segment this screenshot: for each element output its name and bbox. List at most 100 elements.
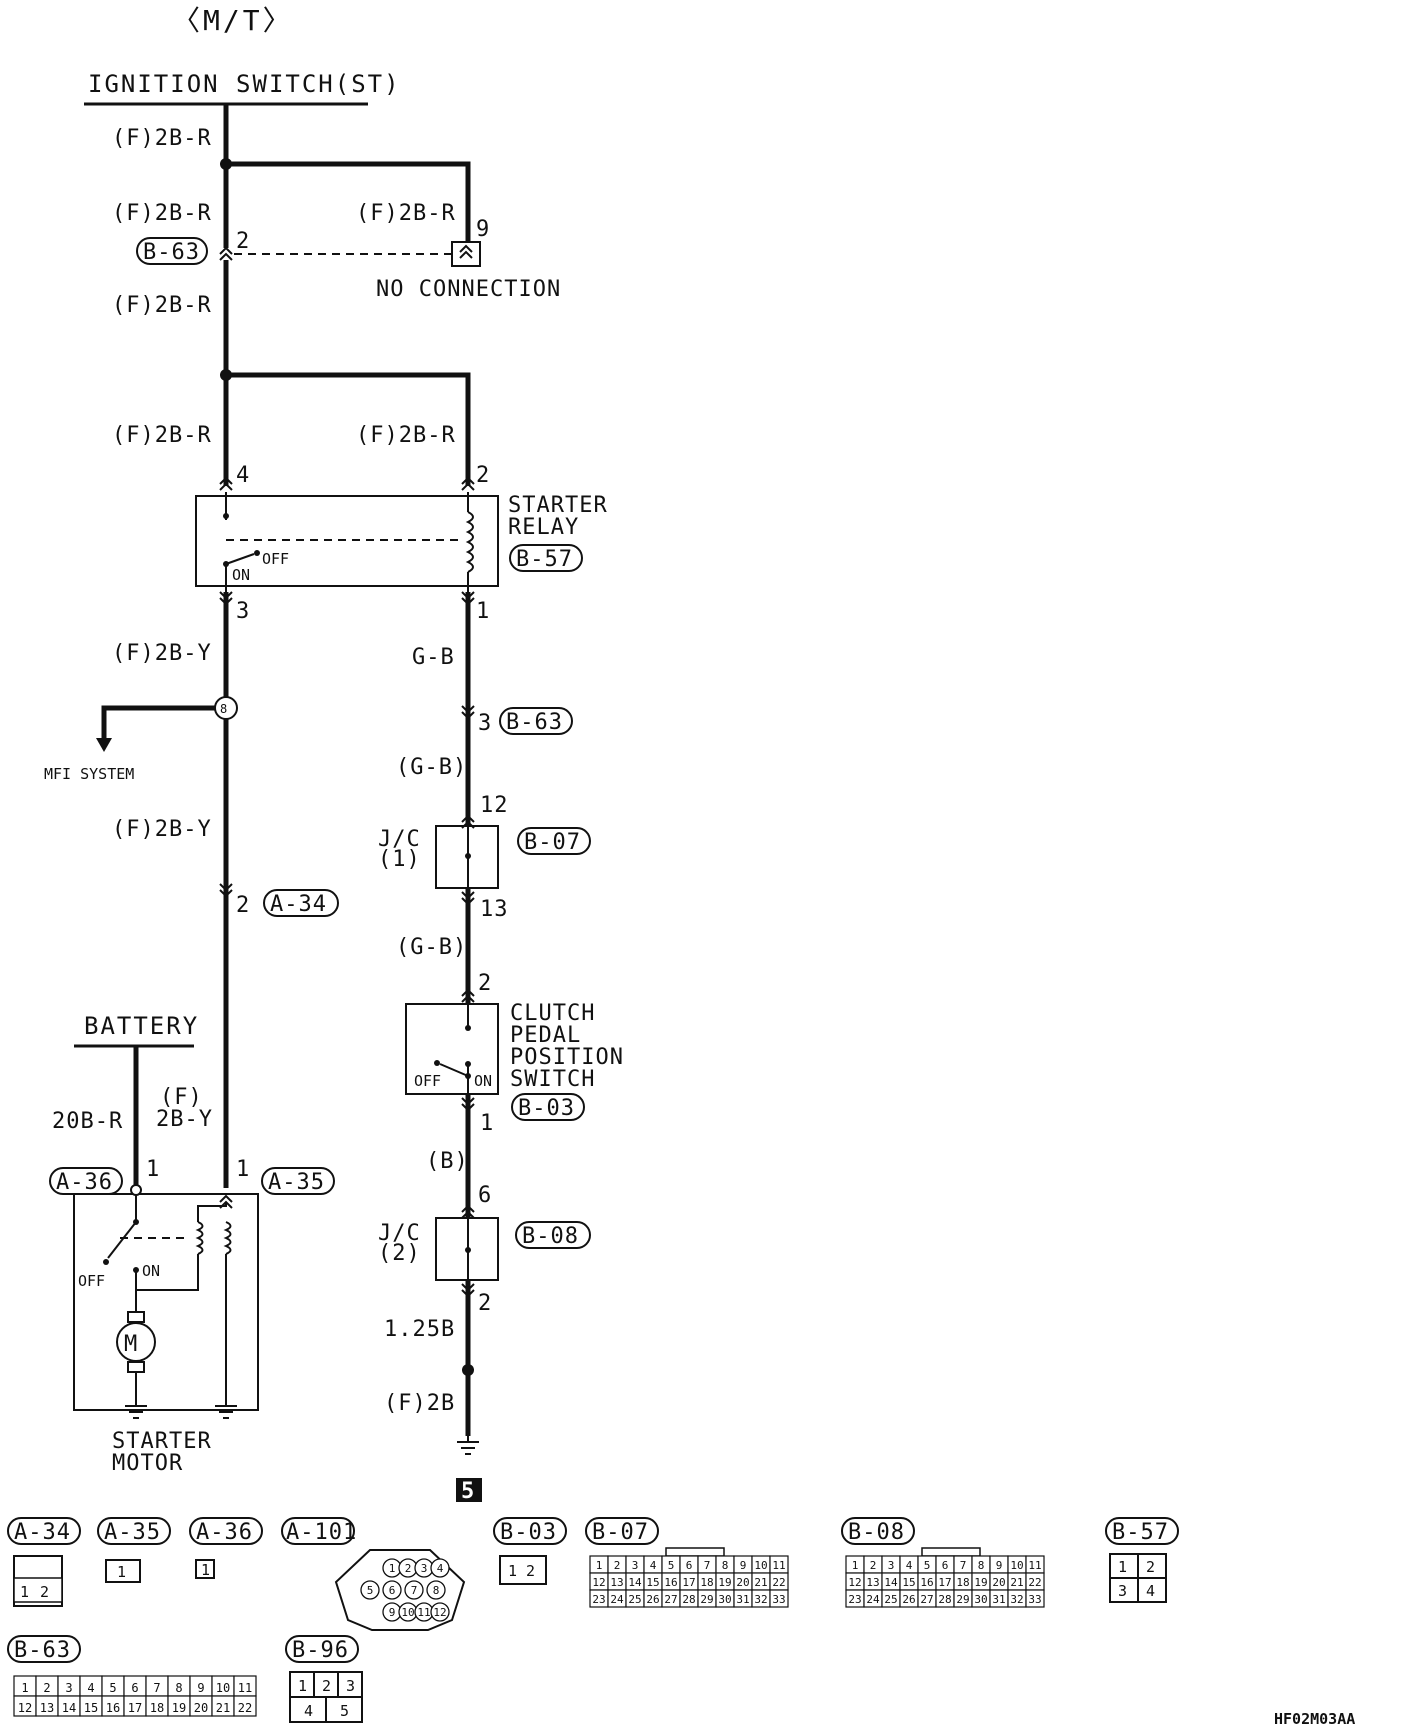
legend-tag-b08 <box>841 1517 915 1545</box>
legend-pin: 4 <box>650 1559 657 1572</box>
legend-pin: 14 <box>62 1701 76 1715</box>
legend-pin: 31 <box>992 1593 1005 1606</box>
clutch-contact-dot <box>465 1025 471 1031</box>
wire-branch-nc <box>226 161 471 242</box>
jc1-node <box>465 853 471 859</box>
legend-pin: 7 <box>411 1584 418 1597</box>
connector-tag-b57 <box>509 544 583 572</box>
legend-pin: 1 <box>389 1562 396 1575</box>
jc1-name-2: (1) <box>378 847 421 872</box>
pin-number: 12 <box>480 793 509 818</box>
legend-tag-a36 <box>189 1517 263 1545</box>
splice-number: 8 <box>220 702 227 716</box>
legend-pin-cell <box>382 1580 402 1600</box>
clutch-contact-dot <box>434 1060 440 1066</box>
pin-number: 2 <box>236 893 250 918</box>
legend-pin: 1 <box>117 1563 126 1581</box>
legend-tag-label: A-36 <box>196 1520 253 1545</box>
legend-pin: 13 <box>40 1701 54 1715</box>
clutch-name-3: POSITION <box>510 1045 624 1070</box>
legend-pin: 13 <box>610 1576 623 1589</box>
legend-pin: 11 <box>772 1559 785 1572</box>
mfi-system-label: MFI SYSTEM <box>44 765 134 783</box>
legend-tag-label: A-35 <box>104 1520 161 1545</box>
legend-pin: 2 <box>526 1562 535 1580</box>
legend-pin-cell <box>426 1580 446 1600</box>
legend-pin: 17 <box>682 1576 695 1589</box>
legend-pin: 25 <box>884 1593 897 1606</box>
pin-number: 1 <box>146 1157 160 1182</box>
legend-pin: 15 <box>84 1701 98 1715</box>
connector-tag-label: A-36 <box>56 1170 113 1195</box>
ignition-switch-label: IGNITION SWITCH(ST) <box>88 70 401 98</box>
wire-label: 2B-Y <box>156 1107 213 1132</box>
legend-pin-cell <box>360 1580 380 1600</box>
legend-pin: 31 <box>736 1593 749 1606</box>
pin-number: 1 <box>236 1157 250 1182</box>
wire-label: 1.25B <box>384 1317 455 1342</box>
no-connection-label: NO CONNECTION <box>376 277 561 302</box>
clutch-on-label: ON <box>474 1072 492 1090</box>
clutch-off-label: OFF <box>414 1072 441 1090</box>
legend-pin: 9 <box>389 1606 396 1619</box>
legend-pin: 1 <box>1118 1558 1127 1576</box>
jc2-name-1: J/C <box>378 1221 421 1246</box>
legend-pin: 7 <box>704 1559 711 1572</box>
legend-pin: 2 <box>43 1681 50 1695</box>
legend-pin: 21 <box>754 1576 767 1589</box>
legend-pin: 3 <box>421 1562 428 1575</box>
pin-number: 2 <box>478 971 492 996</box>
legend-pin: 4 <box>906 1559 913 1572</box>
connector-tag-b08 <box>515 1221 591 1249</box>
legend-pin: 4 <box>304 1702 313 1720</box>
clutch-contact-dot <box>465 1061 471 1067</box>
legend-tag-label: B-96 <box>292 1638 349 1663</box>
no-connection-terminal <box>451 241 481 267</box>
legend-pin: 16 <box>920 1576 933 1589</box>
legend-pin: 9 <box>740 1559 747 1572</box>
legend-pin: 6 <box>686 1559 693 1572</box>
wire-label: (B) <box>426 1149 469 1174</box>
legend-pin: 29 <box>956 1593 969 1606</box>
connector-tag-label: B-08 <box>522 1224 579 1249</box>
legend-tag-b07 <box>585 1517 659 1545</box>
wire-label: (F) <box>160 1085 203 1110</box>
ground-icon <box>456 1435 480 1455</box>
legend-pin: 4 <box>437 1562 444 1575</box>
legend-pin: 9 <box>996 1559 1003 1572</box>
pin-number: 2 <box>478 1291 492 1316</box>
connector-tag-label: A-35 <box>268 1170 325 1195</box>
legend-pin: 10 <box>754 1559 767 1572</box>
legend-pin: 3 <box>346 1677 355 1695</box>
legend-pin-cell <box>769 1589 789 1608</box>
legend-connector-b03 <box>499 1555 547 1585</box>
legend-pin: 8 <box>433 1584 440 1597</box>
legend-pin: 17 <box>938 1576 951 1589</box>
legend-pin: 25 <box>628 1593 641 1606</box>
legend-pin: 14 <box>884 1576 898 1589</box>
connector-arrow <box>459 245 473 259</box>
legend-pin: 6 <box>389 1584 396 1597</box>
starter-motor-name-1: STARTER <box>112 1429 212 1454</box>
pin-number: 6 <box>478 1183 492 1208</box>
motor-coil-2 <box>223 1221 232 1255</box>
legend-pin: 30 <box>974 1593 987 1606</box>
legend-tag-b57 <box>1105 1517 1179 1545</box>
motor-brush <box>127 1311 145 1323</box>
motor-contact-dot <box>103 1259 109 1265</box>
connector-tag-b07 <box>517 827 591 855</box>
starter-relay-name-1: STARTER <box>508 493 608 518</box>
connector-tag-label: B-03 <box>518 1096 575 1121</box>
legend-pin: 10 <box>401 1606 414 1619</box>
legend-pin: 3 <box>1118 1582 1127 1600</box>
legend-pin: 10 <box>216 1681 230 1695</box>
wire-label: (F)2B-Y <box>112 817 212 842</box>
wire-label: (F)2B-R <box>112 293 212 318</box>
legend-pin: 2 <box>40 1583 49 1601</box>
relay-contact-dot <box>254 550 260 556</box>
relay-off-label: OFF <box>262 550 289 568</box>
legend-pin: 26 <box>902 1593 915 1606</box>
legend-pin: 12 <box>848 1576 861 1589</box>
